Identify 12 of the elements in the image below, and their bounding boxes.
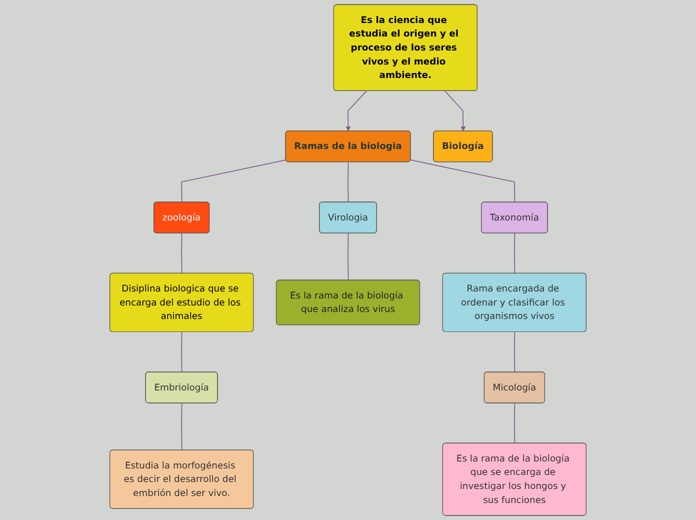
connector (348, 232, 349, 281)
arrow (444, 90, 466, 132)
connector (514, 332, 516, 373)
connector (181, 232, 182, 274)
connector (181, 160, 286, 203)
arrow (346, 90, 367, 132)
connector (181, 332, 182, 373)
connector (514, 402, 516, 444)
connector (410, 160, 516, 203)
connector (514, 232, 516, 274)
connector (348, 162, 349, 203)
connector (181, 402, 182, 451)
